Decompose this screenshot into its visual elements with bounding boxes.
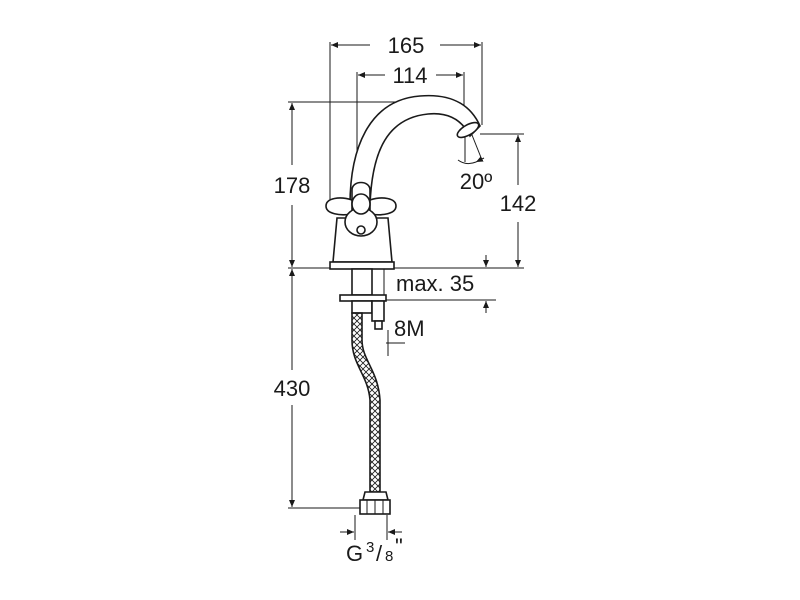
dim-142-label: 142 [500,191,537,216]
dim-8m-label: 8M [394,316,425,341]
cross-handle [325,181,397,237]
dim-114-label: 114 [392,63,427,88]
spout-outlet [456,121,480,139]
threaded-rod [371,300,385,322]
svg-text:3: 3 [366,539,374,556]
dim-178-label: 178 [274,173,311,198]
shank [351,268,373,296]
dim-165-label: 165 [388,33,425,58]
flexible-hose [351,312,381,493]
dim-max35-label: max. 35 [396,271,474,296]
dim-430-label: 430 [274,376,311,401]
hose-connector [361,491,390,501]
faucet-body [325,94,481,515]
svg-text:G: G [346,541,363,566]
dimension-lines [289,42,521,535]
dim-20-angle-label: 20º [460,169,493,194]
svg-text:8: 8 [385,548,393,565]
washer [339,294,387,302]
dim-g38-label: G 3 / 8 " [346,534,403,566]
svg-text:/: / [376,541,383,566]
svg-text:": " [395,534,403,559]
spout [349,94,481,206]
extension-lines [288,42,524,540]
